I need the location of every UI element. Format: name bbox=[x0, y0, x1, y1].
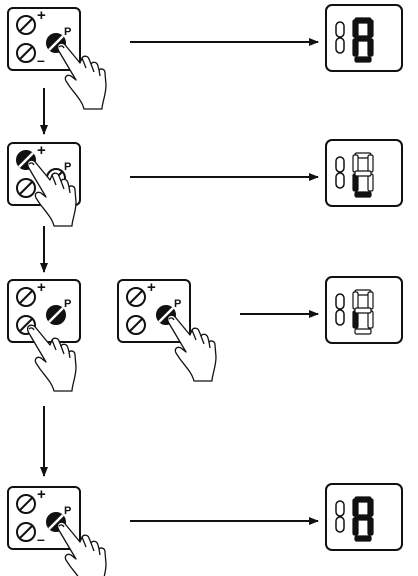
seven-segment-display-step-3 bbox=[325, 276, 403, 344]
pointing-hand-icon bbox=[166, 314, 217, 382]
minus-label: – bbox=[37, 52, 45, 68]
plus-label: + bbox=[37, 7, 46, 24]
pointing-hand-icon bbox=[26, 159, 77, 227]
program-label: P bbox=[64, 505, 71, 517]
seven-segment-display-step-4 bbox=[325, 483, 403, 551]
segment-d bbox=[354, 328, 372, 335]
plus-button bbox=[16, 494, 36, 514]
program-label: P bbox=[64, 161, 71, 173]
minus-button bbox=[16, 522, 36, 542]
minus-label: – bbox=[37, 531, 45, 547]
segment-b bbox=[367, 498, 374, 517]
plus-label: + bbox=[37, 279, 46, 296]
plus-label: + bbox=[147, 279, 156, 296]
segment-g bbox=[354, 170, 372, 177]
program-button bbox=[46, 305, 66, 325]
segment-d bbox=[354, 191, 372, 198]
button-panel-step-3-1: +P bbox=[7, 279, 81, 392]
left-digit-upper bbox=[335, 500, 345, 517]
left-digit-lower bbox=[335, 309, 345, 326]
button-panel-step-3-2: +P bbox=[117, 279, 217, 382]
segment-b bbox=[367, 291, 374, 310]
minus-button bbox=[16, 43, 36, 63]
seven-segment-display-step-2 bbox=[325, 139, 403, 207]
minus-button bbox=[126, 315, 146, 335]
segment-b bbox=[367, 19, 374, 38]
segment-f bbox=[352, 19, 359, 38]
plus-button bbox=[16, 287, 36, 307]
left-digit-upper bbox=[335, 293, 345, 310]
left-digit-upper bbox=[335, 21, 345, 38]
left-digit-lower bbox=[335, 172, 345, 189]
left-digit-upper bbox=[335, 156, 345, 173]
button-panel-step-4: + – P bbox=[7, 486, 107, 576]
plus-label: + bbox=[37, 486, 46, 503]
plus-label: + bbox=[37, 142, 46, 159]
minus-button bbox=[16, 178, 36, 198]
segment-f bbox=[352, 291, 359, 310]
segment-f bbox=[352, 498, 359, 517]
program-label: P bbox=[174, 298, 181, 310]
pointing-hand-icon bbox=[56, 42, 107, 110]
segment-f bbox=[352, 154, 359, 173]
plus-button bbox=[16, 15, 36, 35]
segment-b bbox=[367, 154, 374, 173]
program-label: P bbox=[64, 298, 71, 310]
segment-d bbox=[354, 535, 372, 542]
segment-g bbox=[354, 514, 372, 521]
plus-button bbox=[126, 287, 146, 307]
seven-segment-display-step-1 bbox=[325, 4, 403, 72]
left-digit-lower bbox=[335, 516, 345, 533]
program-label: P bbox=[64, 26, 71, 38]
pointing-hand-icon bbox=[26, 324, 77, 392]
left-digit-lower bbox=[335, 37, 345, 54]
pointing-hand-icon bbox=[56, 521, 107, 576]
segment-g bbox=[354, 307, 372, 314]
button-panel-step-1: + – P bbox=[7, 7, 107, 110]
button-panel-step-2: +P bbox=[7, 142, 81, 227]
segment-g bbox=[354, 35, 372, 42]
segment-d bbox=[354, 56, 372, 63]
